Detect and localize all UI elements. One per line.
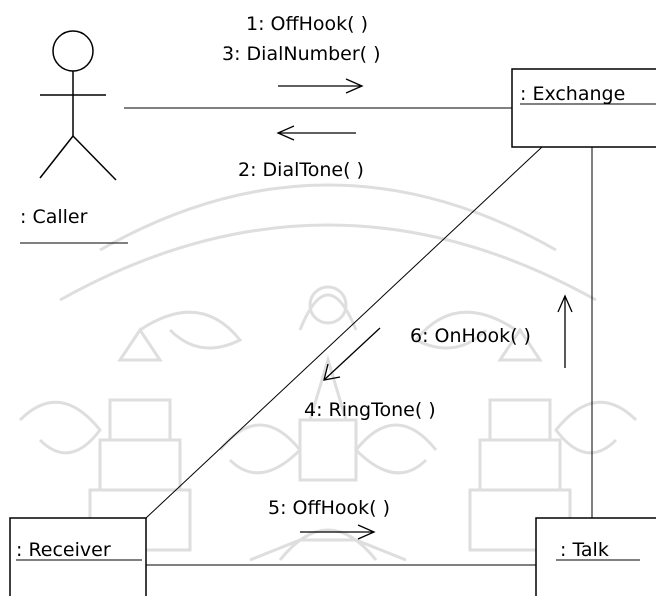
talk-box <box>535 517 656 596</box>
caller-label: : Caller <box>20 206 88 228</box>
exchange-box <box>511 68 656 148</box>
message-4-label: 4: RingTone( ) <box>304 399 436 421</box>
receiver-label: : Receiver <box>16 539 111 561</box>
actor-right-leg <box>72 135 117 181</box>
message-arrow-to-exchange <box>278 78 364 94</box>
receiver-object: : Receiver <box>9 517 147 596</box>
message-3-label: 3: DialNumber( ) <box>222 43 381 65</box>
message-1-label: 1: OffHook( ) <box>246 13 368 35</box>
message-2-label: 2: DialTone( ) <box>238 159 364 181</box>
actor-head <box>52 30 94 72</box>
receiver-box <box>9 517 147 596</box>
message-arrow-to-talk <box>300 524 376 540</box>
exchange-label: : Exchange <box>520 83 625 105</box>
actor-left-leg <box>39 135 74 179</box>
talk-label: : Talk <box>560 539 609 561</box>
talk-object: : Talk <box>535 517 656 596</box>
message-arrow-to-receiver <box>323 327 381 381</box>
link-exchange-receiver <box>145 146 543 519</box>
message-5-label: 5: OffHook( ) <box>268 497 390 519</box>
message-arrow-up-to-exchange <box>557 294 573 368</box>
exchange-object: : Exchange <box>511 68 656 148</box>
message-arrow-to-caller <box>276 125 356 141</box>
caller-actor: : Caller <box>20 30 128 244</box>
message-6-label: 6: OnHook( ) <box>410 325 531 347</box>
